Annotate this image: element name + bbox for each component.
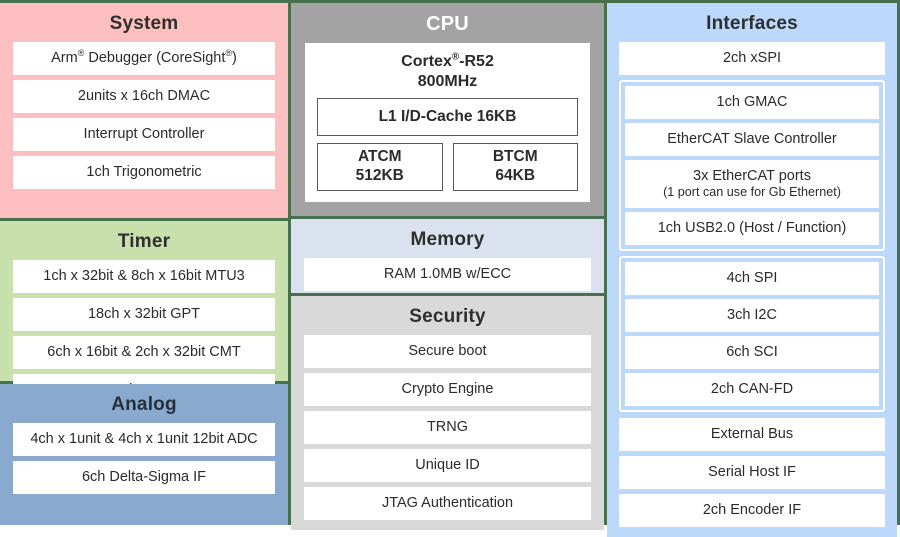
list-item-security-crypto-engine: Crypto Engine [304, 372, 591, 407]
block-title-interfaces: Interfaces [706, 13, 798, 34]
list-item-security-unique-id: Unique ID [304, 449, 591, 483]
list-item-interfaces-ethercat-ports: 3x EtherCAT ports (1 port can use for Gb… [625, 160, 879, 208]
block-system: System Arm® Debugger (CoreSight®) 2units… [0, 3, 288, 218]
cpu-core-container: Cortex®-R52 800MHz L1 I/D-Cache 16KB ATC… [305, 43, 590, 202]
cpu-tcm-container: ATCM 512KB BTCM 64KB [317, 143, 578, 191]
block-cpu: CPU Cortex®-R52 800MHz L1 I/D-Cache 16KB… [291, 3, 604, 216]
list-item-timer-mtu3: 1ch x 32bit & 8ch x 16bit MTU3 [13, 260, 275, 294]
middle-column: CPU Cortex®-R52 800MHz L1 I/D-Cache 16KB… [291, 3, 604, 531]
list-item-timer-cmt: 6ch x 16bit & 2ch x 32bit CMT [13, 336, 275, 370]
list-item-timer-gpt: 18ch x 32bit GPT [13, 298, 275, 332]
cpu-core-frequency: 800MHz [417, 72, 478, 90]
cpu-btcm-size: 64KB [495, 166, 536, 184]
block-title-cpu: CPU [426, 13, 469, 35]
interfaces-group-serial: 4ch SPI 3ch I2C 6ch SCI 2ch CAN-FD [619, 255, 885, 413]
list-item-interfaces-gmac: 1ch GMAC [625, 86, 879, 120]
list-item-interfaces-xspi: 2ch xSPI [619, 42, 885, 76]
interfaces-group-network: 1ch GMAC EtherCAT Slave Controller 3x Et… [619, 80, 885, 251]
left-column: System Arm® Debugger (CoreSight®) 2units… [0, 3, 288, 525]
list-item-interfaces-i2c: 3ch I2C [625, 298, 879, 332]
interfaces-group-bus: External Bus Serial Host IF 2ch Encoder … [619, 418, 885, 528]
list-item-analog-delta-sigma: 6ch Delta-Sigma IF [13, 461, 275, 495]
block-title-timer: Timer [117, 231, 171, 252]
ethercat-ports-main: 3x EtherCAT ports [693, 168, 811, 185]
right-column: Interfaces 2ch xSPI 1ch GMAC EtherCAT Sl… [607, 3, 897, 537]
list-item-system-dmac: 2units x 16ch DMAC [13, 80, 275, 114]
cpu-core-model: Cortex®-R52 [401, 51, 494, 70]
cpu-core-name: Cortex®-R52 800MHz [317, 52, 578, 98]
list-item-interfaces-serial-host-if: Serial Host IF [619, 456, 885, 490]
block-memory: Memory RAM 1.0MB w/ECC [291, 218, 604, 293]
cpu-l1-cache: L1 I/D-Cache 16KB [317, 98, 578, 137]
list-item-interfaces-spi: 4ch SPI [625, 261, 879, 295]
list-item-interfaces-ethercat-slave-controller: EtherCAT Slave Controller [625, 123, 879, 157]
cpu-atcm-size: 512KB [355, 166, 404, 184]
cpu-btcm-name: BTCM [492, 148, 538, 166]
list-item-security-jtag-authentication: JTAG Authentication [304, 487, 591, 521]
block-security: Security Secure boot Crypto Engine TRNG … [291, 295, 604, 531]
block-title-security: Security [409, 305, 486, 327]
cpu-atcm-name: ATCM [357, 148, 402, 166]
block-title-system: System [109, 13, 179, 34]
block-interfaces: Interfaces 2ch xSPI 1ch GMAC EtherCAT Sl… [607, 3, 897, 537]
list-item-analog-adc: 4ch x 1unit & 4ch x 1unit 12bit ADC [13, 423, 275, 457]
list-item-memory-ram: RAM 1.0MB w/ECC [304, 257, 591, 291]
block-title-memory: Memory [410, 228, 485, 250]
list-item-interfaces-encoder-if: 2ch Encoder IF [619, 494, 885, 528]
list-item-security-secure-boot: Secure boot [304, 334, 591, 368]
list-item-security-trng: TRNG [304, 411, 591, 445]
list-item-interfaces-external-bus: External Bus [619, 418, 885, 452]
cpu-btcm: BTCM 64KB [452, 143, 578, 191]
block-timer: Timer 1ch x 32bit & 8ch x 16bit MTU3 18c… [0, 221, 288, 408]
ethercat-ports-note: (1 port can use for Gb Ethernet) [663, 185, 841, 200]
block-analog: Analog 4ch x 1unit & 4ch x 1unit 12bit A… [0, 384, 288, 525]
block-title-analog: Analog [111, 394, 177, 415]
list-item-interfaces-sci: 6ch SCI [625, 335, 879, 369]
list-item-interfaces-can-fd: 2ch CAN-FD [625, 372, 879, 407]
list-item-system-interrupt-controller: Interrupt Controller [13, 118, 275, 152]
cpu-atcm: ATCM 512KB [317, 143, 443, 191]
list-item-system-debugger: Arm® Debugger (CoreSight®) [13, 42, 275, 76]
list-item-system-trigonometric: 1ch Trigonometric [13, 156, 275, 190]
cpu-btcm-label: BTCM 64KB [493, 148, 538, 186]
cpu-atcm-label: ATCM 512KB [356, 148, 404, 186]
list-item-interfaces-usb: 1ch USB2.0 (Host / Function) [625, 211, 879, 245]
